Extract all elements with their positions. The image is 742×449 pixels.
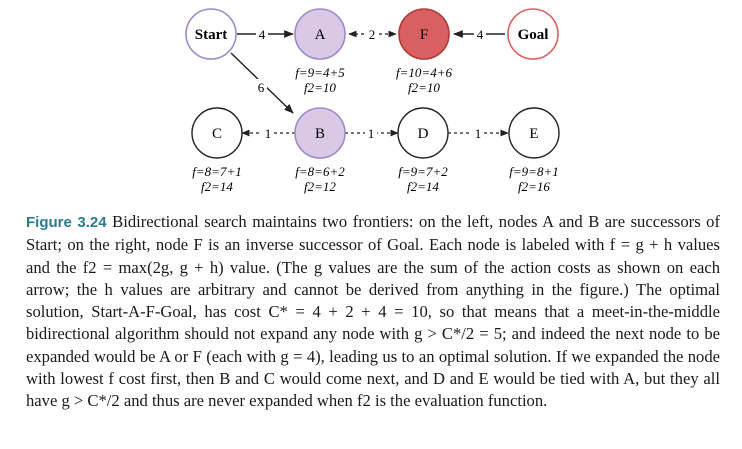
edge-label-start-a: 4 — [259, 27, 266, 42]
edge-label-start-b: 6 — [258, 80, 265, 95]
node-e-f-value: f=9=8+1 — [509, 164, 558, 179]
edge-b-c: 1 — [241, 125, 295, 141]
node-a: A — [294, 8, 346, 60]
node-a-label: A — [315, 27, 326, 43]
edge-b-d: 1 — [345, 125, 399, 141]
node-b-f2-value: f2=12 — [304, 179, 336, 194]
node-f-f-value: f=10=4+6 — [396, 65, 452, 80]
node-f-label: F — [420, 27, 428, 43]
node-start-label: Start — [195, 27, 228, 43]
node-c-label: C — [212, 126, 222, 142]
node-d: D — [397, 107, 449, 159]
node-c-f2-value: f2=14 — [201, 179, 233, 194]
edge-label-d-e: 1 — [475, 126, 482, 141]
edge-label-a-f: 2 — [369, 27, 376, 42]
edge-d-e: 1 — [448, 125, 509, 141]
node-b-label: B — [315, 126, 325, 142]
node-goal-label: Goal — [518, 27, 549, 43]
node-d-f2-value: f2=14 — [407, 179, 439, 194]
edge-goal-f: 4 — [453, 26, 505, 42]
edge-label-goal-f: 4 — [477, 27, 484, 42]
node-a-f-value: f=9=4+5 — [295, 65, 345, 80]
figure-label: Figure 3.24 — [26, 214, 107, 231]
figure-caption: Figure 3.24 Bidirectional search maintai… — [26, 211, 720, 413]
edge-a-f: 2 — [348, 26, 397, 42]
node-d-label: D — [418, 126, 429, 142]
caption-text: Bidirectional search maintains two front… — [26, 212, 721, 411]
node-e-f2-value: f2=16 — [518, 179, 550, 194]
node-b: B — [294, 107, 346, 159]
node-c: C — [191, 107, 243, 159]
node-f: F — [398, 8, 450, 60]
edge-label-b-c: 1 — [265, 126, 272, 141]
node-c-f-value: f=8=7+1 — [192, 164, 241, 179]
edge-label-b-d: 1 — [368, 126, 375, 141]
edge-start-a: 4 — [237, 26, 294, 42]
node-e: E — [508, 107, 560, 159]
edge-start-b: 6 — [230, 52, 294, 114]
node-b-f-value: f=8=6+2 — [295, 164, 345, 179]
node-a-f2-value: f2=10 — [304, 80, 336, 95]
node-start: Start — [185, 8, 237, 60]
bidirectional-search-diagram: 4 2 4 6 1 1 1 Start A F — [185, 8, 560, 194]
node-e-label: E — [529, 126, 538, 142]
node-goal: Goal — [507, 8, 559, 60]
node-f-f2-value: f2=10 — [408, 80, 440, 95]
node-d-f-value: f=9=7+2 — [398, 164, 448, 179]
